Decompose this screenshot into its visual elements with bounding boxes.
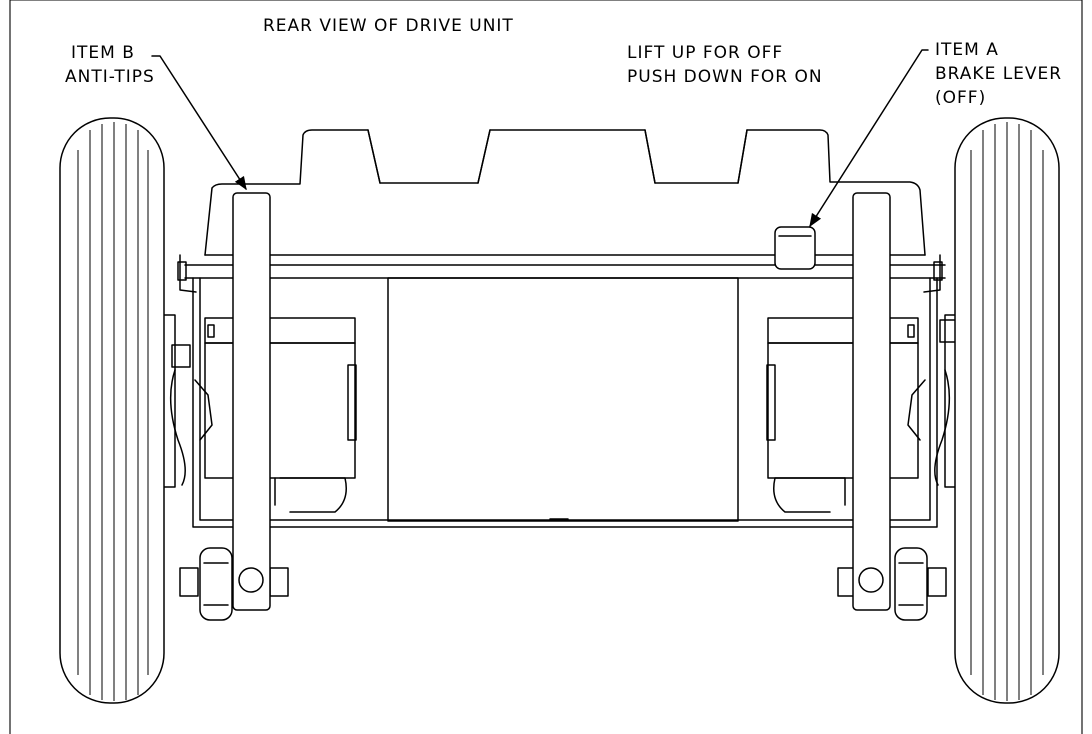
left-motor [204,317,357,513]
item-a-description: BRAKE LEVER [935,64,1062,84]
diagram-title: REAR VIEW OF DRIVE UNIT [263,16,514,36]
drawing-frame [9,0,1083,734]
right-anti-tip [837,192,947,621]
right-motor [766,317,919,513]
right-brake-mechanism [907,254,959,488]
instruction-line-2: PUSH DOWN FOR ON [627,67,823,87]
item-b-label: ITEM B [71,43,135,63]
left-anti-tip [179,192,289,621]
left-brake-mechanism [162,254,213,488]
frame-housing [184,129,946,528]
battery-box [387,277,739,522]
item-a-label: ITEM A [935,40,999,60]
item-a-state: (OFF) [935,88,986,108]
item-b-description: ANTI-TIPS [65,67,155,87]
right-wheel [954,117,1060,704]
brake-lever [774,226,816,270]
instruction-line-1: LIFT UP FOR OFF [627,43,783,63]
left-wheel [59,117,165,704]
leader-lines [151,49,929,228]
